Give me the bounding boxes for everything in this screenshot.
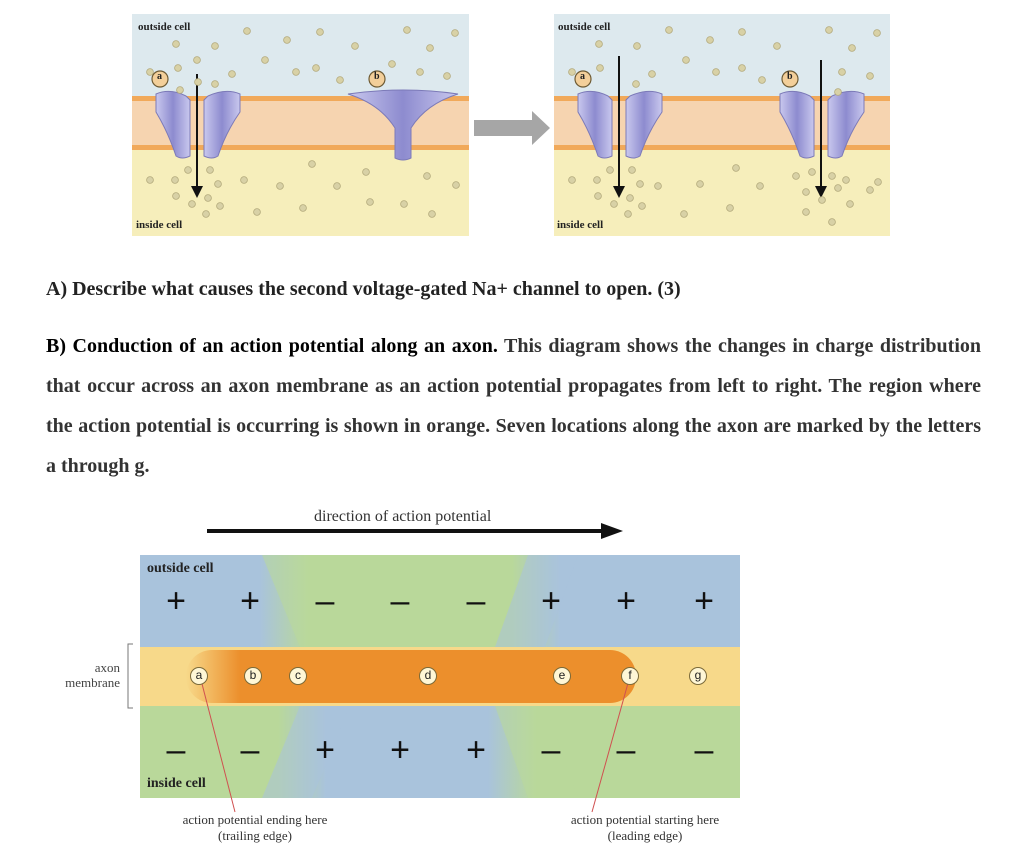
- axon-diagram: [127, 555, 740, 813]
- location-c: c: [289, 667, 307, 685]
- leading-caption-line2: (leading edge): [607, 828, 683, 843]
- leading-caption-line1: action potential starting here: [570, 812, 720, 827]
- location-g: g: [689, 667, 707, 685]
- channel-figure: [132, 14, 890, 236]
- outside-sign: +: [616, 582, 636, 620]
- inside-sign: +: [390, 731, 410, 769]
- outside-sign: –: [315, 582, 335, 620]
- location-d: d: [419, 667, 437, 685]
- open-channel-b-right: [779, 60, 865, 198]
- inside-sign: –: [240, 731, 260, 769]
- open-channel-a-right: [577, 56, 663, 198]
- trailing-edge-caption: action potential ending here (trailing e…: [140, 812, 370, 844]
- outside-sign: –: [390, 582, 410, 620]
- axon-inside-label: inside cell: [147, 776, 206, 791]
- question-a: A) Describe what causes the second volta…: [46, 278, 681, 300]
- inside-sign: –: [541, 731, 561, 769]
- left-channel-a-letter: a: [157, 71, 162, 82]
- axon-membrane-label: axon membrane: [40, 660, 120, 690]
- side-label-line2: membrane: [65, 675, 120, 690]
- left-outside-label: outside cell: [138, 21, 191, 33]
- question-b: B) Conduction of an action potential alo…: [46, 326, 981, 486]
- right-panel: [554, 14, 890, 236]
- side-label-line1: axon: [94, 660, 120, 675]
- left-inside-label: inside cell: [136, 219, 183, 231]
- question-b-lead: B) Conduction of an action potential alo…: [46, 335, 498, 357]
- outside-sign: –: [466, 582, 486, 620]
- outside-sign: +: [694, 582, 714, 620]
- outside-sign: +: [240, 582, 260, 620]
- location-f: f: [621, 667, 639, 685]
- trailing-caption-line2: (trailing edge): [218, 828, 292, 843]
- leading-edge-caption: action potential starting here (leading …: [530, 812, 760, 844]
- direction-arrow: [207, 523, 623, 539]
- transition-arrow: [474, 111, 550, 145]
- inside-sign: –: [166, 731, 186, 769]
- inside-sign: –: [616, 731, 636, 769]
- question-b-body: This diagram shows the changes in charge…: [46, 335, 982, 477]
- outside-sign: +: [541, 582, 561, 620]
- direction-label: direction of action potential: [314, 508, 492, 525]
- right-channel-a-letter: a: [580, 71, 585, 82]
- outside-sign: +: [166, 582, 186, 620]
- right-channel-b-letter: b: [787, 71, 793, 82]
- inside-sign: +: [466, 731, 486, 769]
- inside-sign: –: [694, 731, 714, 769]
- open-channel-a: [155, 74, 241, 198]
- left-channel-b-letter: b: [374, 71, 380, 82]
- inside-sign: +: [315, 731, 335, 769]
- right-outside-label: outside cell: [558, 21, 611, 33]
- location-b: b: [244, 667, 262, 685]
- left-panel: [132, 14, 469, 236]
- right-inside-label: inside cell: [557, 219, 604, 231]
- axon-outside-label: outside cell: [147, 561, 214, 576]
- trailing-caption-line1: action potential ending here: [182, 812, 328, 827]
- closed-channel-b: [347, 89, 459, 161]
- location-a: a: [190, 667, 208, 685]
- location-e: e: [553, 667, 571, 685]
